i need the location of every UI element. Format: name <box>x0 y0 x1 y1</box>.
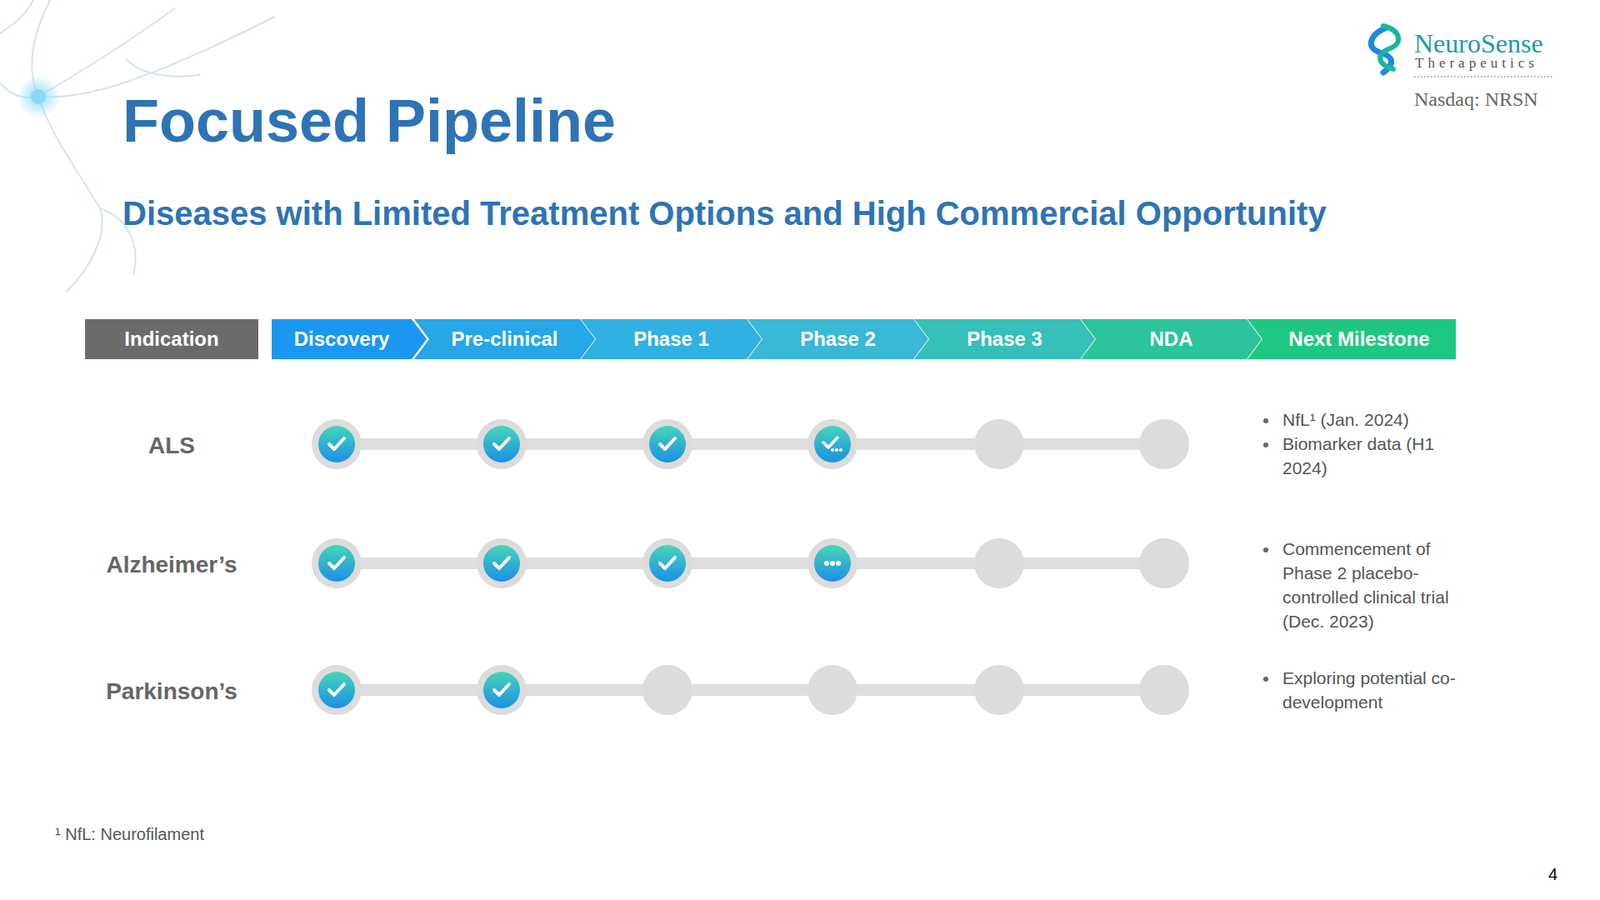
logo-dotted-rule <box>1414 75 1556 79</box>
stage-chevron: Phase 3 <box>914 319 1095 360</box>
indication-name: ALS <box>85 430 259 463</box>
logo-swirl-teal <box>1380 25 1399 70</box>
status-badge <box>814 425 851 463</box>
stage-circle <box>1139 538 1190 589</box>
stage-circle <box>974 665 1025 715</box>
dendrite <box>38 8 175 97</box>
progress-dot <box>824 560 830 566</box>
stage-circle <box>807 538 858 589</box>
stage-circle <box>311 419 362 470</box>
header-label: Discovery <box>271 319 427 360</box>
status-badge <box>814 545 851 582</box>
bullet-dot <box>1263 442 1269 448</box>
header-label: Pre-clinical <box>414 319 595 360</box>
stage-circle <box>807 419 858 470</box>
milestone-item: Commencement of Phase 2 placebo-controll… <box>1282 537 1476 635</box>
shape-fill <box>1080 319 1262 360</box>
bullet-dot <box>1263 676 1269 682</box>
check-mark <box>660 438 675 450</box>
check-mark <box>329 684 345 695</box>
header-label: Indication <box>85 319 259 360</box>
milestone-item: Exploring potential co-development <box>1282 666 1476 715</box>
status-badge <box>483 671 520 709</box>
stage-circle <box>974 538 1025 589</box>
page-number: 4 <box>1548 863 1558 887</box>
header-label: Phase 3 <box>914 319 1095 360</box>
slide-title: Focused Pipeline <box>122 86 616 155</box>
shape-fill <box>414 319 595 360</box>
stage-circle <box>974 419 1025 470</box>
shape-fill <box>271 319 427 360</box>
ticker: Nasdaq: NRSN <box>1414 85 1539 114</box>
bullet-dot <box>1263 547 1269 553</box>
footnote: ¹ NfL: Neurofilament <box>55 823 205 847</box>
milestone-item: Biomarker data (H1 2024) <box>1282 432 1483 481</box>
header-label: Next Milestone <box>1247 319 1456 360</box>
stage-circle <box>642 538 693 589</box>
check-mark <box>494 438 510 450</box>
stage-chevron: NDA <box>1080 319 1262 360</box>
stage-circle <box>476 419 527 470</box>
stage-chevron: Discovery <box>271 319 427 360</box>
indication-header: Indication <box>85 319 259 360</box>
milestone-item: NfL¹ (Jan. 2024) <box>1282 408 1483 433</box>
check-mark <box>823 437 838 448</box>
progress-dot <box>835 448 839 452</box>
stage-circle <box>1139 665 1190 715</box>
stage-circle <box>807 665 858 715</box>
stage-circle <box>642 419 693 470</box>
status-badge <box>318 545 355 582</box>
check-mark <box>329 438 345 450</box>
neuron-body <box>30 89 46 105</box>
status-badge <box>649 545 686 582</box>
shape-fill <box>85 319 259 360</box>
status-badge <box>318 671 355 709</box>
check-mark <box>660 557 675 569</box>
stage-circle <box>1139 419 1190 470</box>
header-label: Phase 1 <box>580 319 762 360</box>
header-label: NDA <box>1080 319 1262 360</box>
shape-fill <box>580 319 762 360</box>
check-mark <box>329 557 345 569</box>
progress-dot <box>835 560 841 566</box>
company-logo-mark <box>1358 20 1417 80</box>
progress-dot <box>830 560 835 566</box>
dendrite <box>0 0 34 34</box>
check-mark <box>494 557 510 569</box>
progress-dot <box>830 448 835 452</box>
dendrite <box>125 58 200 77</box>
shape-fill <box>914 319 1095 360</box>
indication-name: Parkinson’s <box>85 675 259 709</box>
track-line <box>336 684 1165 696</box>
status-badge <box>318 425 355 463</box>
stage-circle <box>311 665 362 715</box>
status-badge <box>483 425 520 463</box>
bullet-dot <box>1263 418 1269 424</box>
progress-dot <box>839 448 843 452</box>
stage-chevron: Phase 1 <box>580 319 762 360</box>
dendrite <box>38 96 103 292</box>
stage-chevron: Pre-clinical <box>414 319 595 360</box>
neuron-glow <box>16 75 60 119</box>
status-badge <box>649 425 686 463</box>
dotted-line <box>1414 75 1555 78</box>
stage-circle <box>476 538 527 589</box>
stage-circle <box>642 665 693 715</box>
subtitle: Diseases with Limited Treatment Options … <box>122 190 1327 237</box>
status-badge <box>483 545 520 582</box>
shape-fill <box>1247 319 1456 360</box>
check-mark <box>494 684 510 695</box>
stage-chevron: Phase 2 <box>747 319 929 360</box>
track-line <box>336 557 1165 570</box>
dendrite <box>38 16 275 97</box>
header-label: Phase 2 <box>747 319 929 360</box>
stage-circle <box>311 538 362 589</box>
stage-circle <box>476 665 527 715</box>
shape-fill <box>747 319 929 360</box>
milestone-header: Next Milestone <box>1247 319 1456 360</box>
indication-name: Alzheimer’s <box>85 549 259 582</box>
track-line <box>336 438 1165 450</box>
company-subname: Therapeutics <box>1415 53 1539 73</box>
